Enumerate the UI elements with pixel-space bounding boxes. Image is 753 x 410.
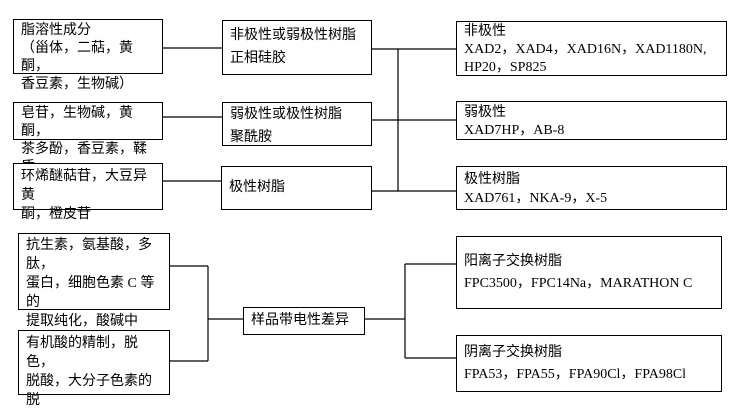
box-label: 样品带电性差异 <box>251 313 349 328</box>
box-label: 脂溶性成分 （甾体，二萜，黄酮， 香豆素，生物碱） <box>21 23 133 92</box>
box-lipid-soluble-components: 脂溶性成分 （甾体，二萜，黄酮， 香豆素，生物碱） <box>13 19 163 92</box>
box-label: 弱极性或极性树脂 聚酰胺 <box>230 107 342 145</box>
box-anion-exchange-resins: 阴离子交换树脂 FPA53，FPA55，FPA90Cl，FPA98Cl <box>456 335 722 392</box>
box-label: 阳离子交换树脂 FPC3500，FPC14Na，MARATHON C <box>464 253 693 291</box>
box-antibiotics-amino-acids: 抗生素，氨基酸，多肽， 蛋白，细胞色素 C 等的 提取纯化，酸碱中和， 金属回收 <box>18 233 170 367</box>
box-weak-polar-or-polar-resin: 弱极性或极性树脂 聚酰胺 <box>222 102 372 146</box>
box-polar-resin: 极性树脂 <box>221 166 372 210</box>
box-nonpolar-resins-list: 非极性 XAD2，XAD4，XAD16N，XAD1180N, HP20，SP82… <box>456 21 727 76</box>
box-label: 阴离子交换树脂 FPA53，FPA55，FPA90Cl，FPA98Cl <box>464 344 687 382</box>
box-sample-charge-difference: 样品带电性差异 <box>243 307 365 335</box>
box-label: 有机酸的精制，脱色， 脱酸，大分子色素的脱 除，肝素提取 <box>26 336 152 408</box>
box-iridoid-glycosides: 环烯醚萜苷，大豆异黄 酮，橙皮苷 <box>13 163 163 222</box>
box-organic-acid-refining: 有机酸的精制，脱色， 脱酸，大分子色素的脱 除，肝素提取 <box>18 330 170 408</box>
box-label: 非极性 XAD2，XAD4，XAD16N，XAD1180N, HP20，SP82… <box>464 24 707 75</box>
box-weak-polar-resins-list: 弱极性 XAD7HP，AB-8 <box>456 101 727 140</box>
box-label: 环烯醚萜苷，大豆异黄 酮，橙皮苷 <box>21 169 147 222</box>
box-polar-resins-list: 极性树脂 XAD761，NKA-9，X-5 <box>456 166 727 210</box>
box-nonpolar-or-weak-polar-resin: 非极性或弱极性树脂 正相硅胶 <box>222 20 372 75</box>
box-label: 极性树脂 XAD761，NKA-9，X-5 <box>464 172 608 206</box>
box-label: 极性树脂 <box>229 180 285 195</box>
box-saponins-alkaloids: 皂苷，生物碱，黄酮， 茶多酚，香豆素，鞣质 <box>13 102 163 175</box>
box-label: 弱极性 XAD7HP，AB-8 <box>464 105 565 138</box>
box-cation-exchange-resins: 阳离子交换树脂 FPC3500，FPC14Na，MARATHON C <box>456 236 722 309</box>
box-label: 非极性或弱极性树脂 正相硅胶 <box>230 28 356 66</box>
